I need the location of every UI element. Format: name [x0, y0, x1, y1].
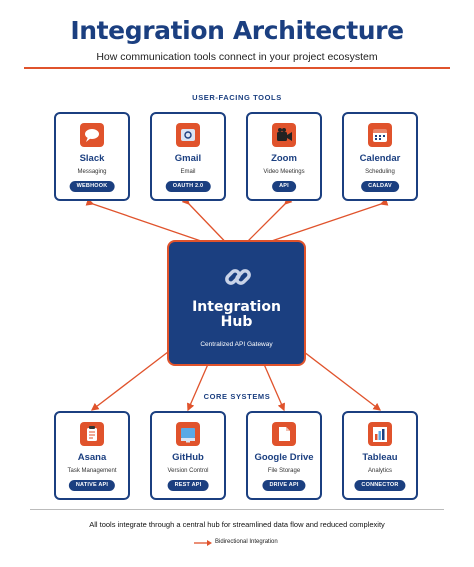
tool-description: Messaging [77, 169, 107, 175]
system-name: Tableau [362, 452, 398, 463]
document-icon [272, 422, 296, 446]
tool-badge: OAUTH 2.0 [165, 181, 211, 192]
footer-note: All tools integrate through a central hu… [89, 520, 385, 529]
system-name: Asana [77, 452, 107, 463]
legend-arrow-icon [194, 540, 212, 546]
legend-label: Bidirectional Integration [215, 539, 278, 545]
tool-card-zoom[interactable]: Zoom Video Meetings API [246, 112, 322, 201]
monitor-icon [176, 422, 200, 446]
system-description: Task Management [67, 468, 117, 474]
tool-description: Scheduling [365, 169, 395, 175]
link-icon [223, 262, 253, 297]
system-card-asana[interactable]: Asana Task Management NATIVE API [54, 411, 130, 500]
system-card-google-drive[interactable]: Google Drive File Storage DRIVE API [246, 411, 322, 500]
system-description: File Storage [267, 468, 301, 474]
title-divider [24, 67, 450, 69]
integration-hub[interactable]: Integration Hub Centralized API Gateway [167, 240, 306, 366]
tool-description: Video Meetings [263, 169, 305, 175]
tool-badge: CALDAV [361, 181, 399, 192]
calendar-icon [368, 123, 392, 147]
system-badge: REST API [167, 480, 209, 491]
page-title: Integration Architecture [70, 16, 404, 45]
tool-badge: API [272, 181, 296, 192]
system-card-tableau[interactable]: Tableau Analytics CONNECTOR [342, 411, 418, 500]
tool-name: Slack [79, 153, 105, 164]
system-card-github[interactable]: GitHub Version Control REST API [150, 411, 226, 500]
mail-icon [176, 123, 200, 147]
bar-chart-icon [368, 422, 392, 446]
tool-name: Zoom [271, 153, 297, 164]
system-badge: NATIVE API [68, 480, 116, 491]
hub-title-line2: Hub [220, 314, 253, 330]
system-name: Google Drive [254, 452, 314, 463]
video-camera-icon [272, 123, 296, 147]
tool-card-calendar[interactable]: Calendar Scheduling CALDAV [342, 112, 418, 201]
section-label-core-systems: CORE SYSTEMS [203, 392, 271, 401]
system-badge: CONNECTOR [354, 480, 406, 491]
section-label-user-facing: USER-FACING TOOLS [192, 93, 282, 102]
page-subtitle: How communication tools connect in your … [96, 51, 378, 63]
system-badge: DRIVE API [262, 480, 306, 491]
footer-divider [30, 509, 444, 510]
tool-card-gmail[interactable]: Gmail Email OAUTH 2.0 [150, 112, 226, 201]
tool-badge: WEBHOOK [69, 181, 115, 192]
chat-bubble-icon [80, 123, 104, 147]
tool-name: Gmail [174, 153, 202, 164]
system-description: Version Control [167, 468, 209, 474]
hub-title: Integration Hub [169, 300, 304, 330]
system-description: Analytics [367, 468, 392, 474]
clipboard-icon [80, 422, 104, 446]
tool-name: Calendar [359, 153, 401, 164]
hub-title-line1: Integration [192, 299, 281, 315]
tool-card-slack[interactable]: Slack Messaging WEBHOOK [54, 112, 130, 201]
tool-description: Email [180, 169, 196, 175]
hub-subtitle: Centralized API Gateway [200, 341, 273, 348]
system-name: GitHub [172, 452, 204, 463]
